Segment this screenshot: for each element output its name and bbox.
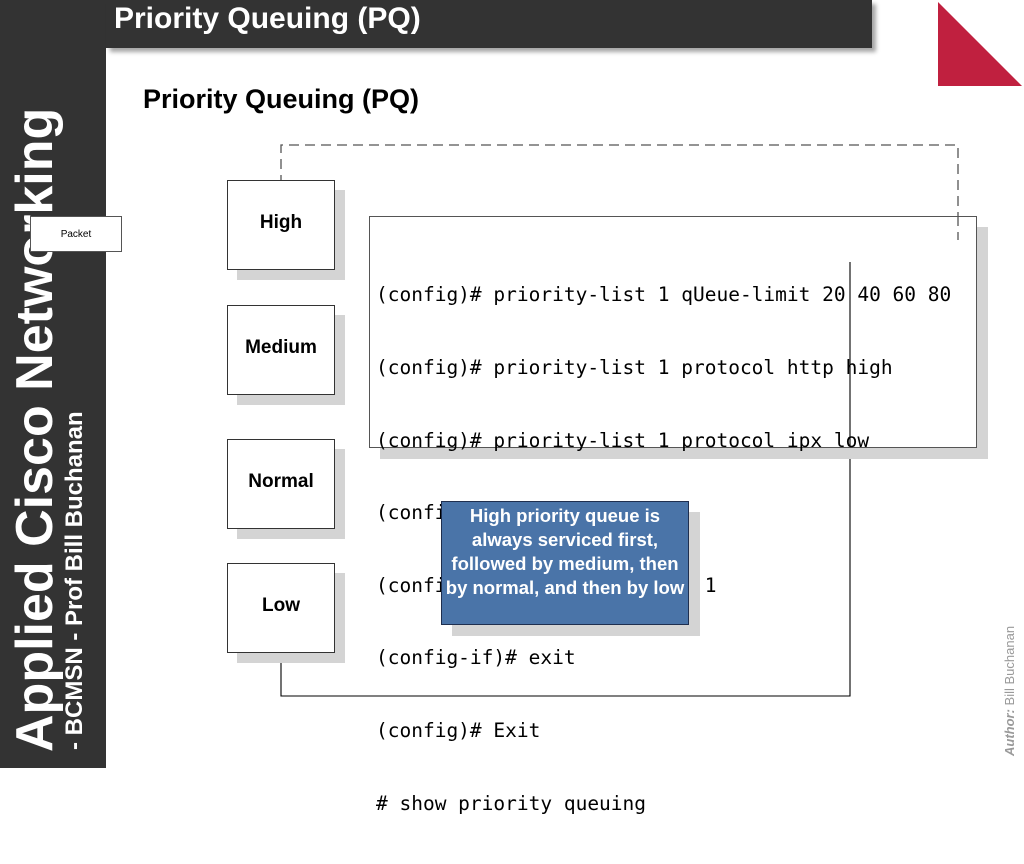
queue-low-label: Low bbox=[262, 595, 300, 616]
page-title: Priority Queuing (PQ) bbox=[114, 2, 421, 35]
queue-low: Low bbox=[227, 563, 335, 653]
packet-box: Packet bbox=[30, 216, 122, 252]
config-line: (config)# Exit bbox=[376, 719, 541, 743]
queue-medium-label: Medium bbox=[245, 337, 317, 358]
config-line: (config)# priority-list 1 protocol ipx l… bbox=[376, 428, 870, 452]
config-line: (config-if)# exit bbox=[376, 646, 576, 670]
config-line: (config)# priority-list 1 qUeue-limit 20… bbox=[376, 283, 952, 307]
title-bar: Priority Queuing (PQ) bbox=[106, 0, 872, 48]
dashed-feedback-line bbox=[280, 144, 959, 238]
queue-normal: Normal bbox=[227, 439, 335, 529]
author-credit: Author: Bill Buchanan bbox=[1002, 596, 1017, 756]
queue-high: High bbox=[227, 180, 335, 270]
sidebar-band bbox=[0, 0, 106, 768]
slide-heading: Priority Queuing (PQ) bbox=[143, 84, 420, 114]
config-line: # show priority queuing bbox=[376, 791, 647, 815]
diagram-overlay-lines bbox=[849, 216, 959, 446]
author-label: Author: bbox=[1002, 709, 1017, 756]
corner-triangle-icon bbox=[938, 2, 1022, 86]
note-box: High priority queue is always serviced f… bbox=[441, 501, 689, 625]
queue-medium: Medium bbox=[227, 305, 335, 395]
low-return-line bbox=[280, 262, 851, 697]
note-text: High priority queue is always serviced f… bbox=[445, 505, 685, 598]
queue-normal-label: Normal bbox=[248, 471, 314, 492]
config-line: (config)# priority-list 1 protocol http … bbox=[376, 356, 893, 380]
packet-label: Packet bbox=[60, 228, 92, 240]
author-name: Bill Buchanan bbox=[1002, 625, 1017, 706]
queue-high-label: High bbox=[259, 212, 303, 233]
corner-triangle-shape bbox=[938, 2, 1022, 86]
